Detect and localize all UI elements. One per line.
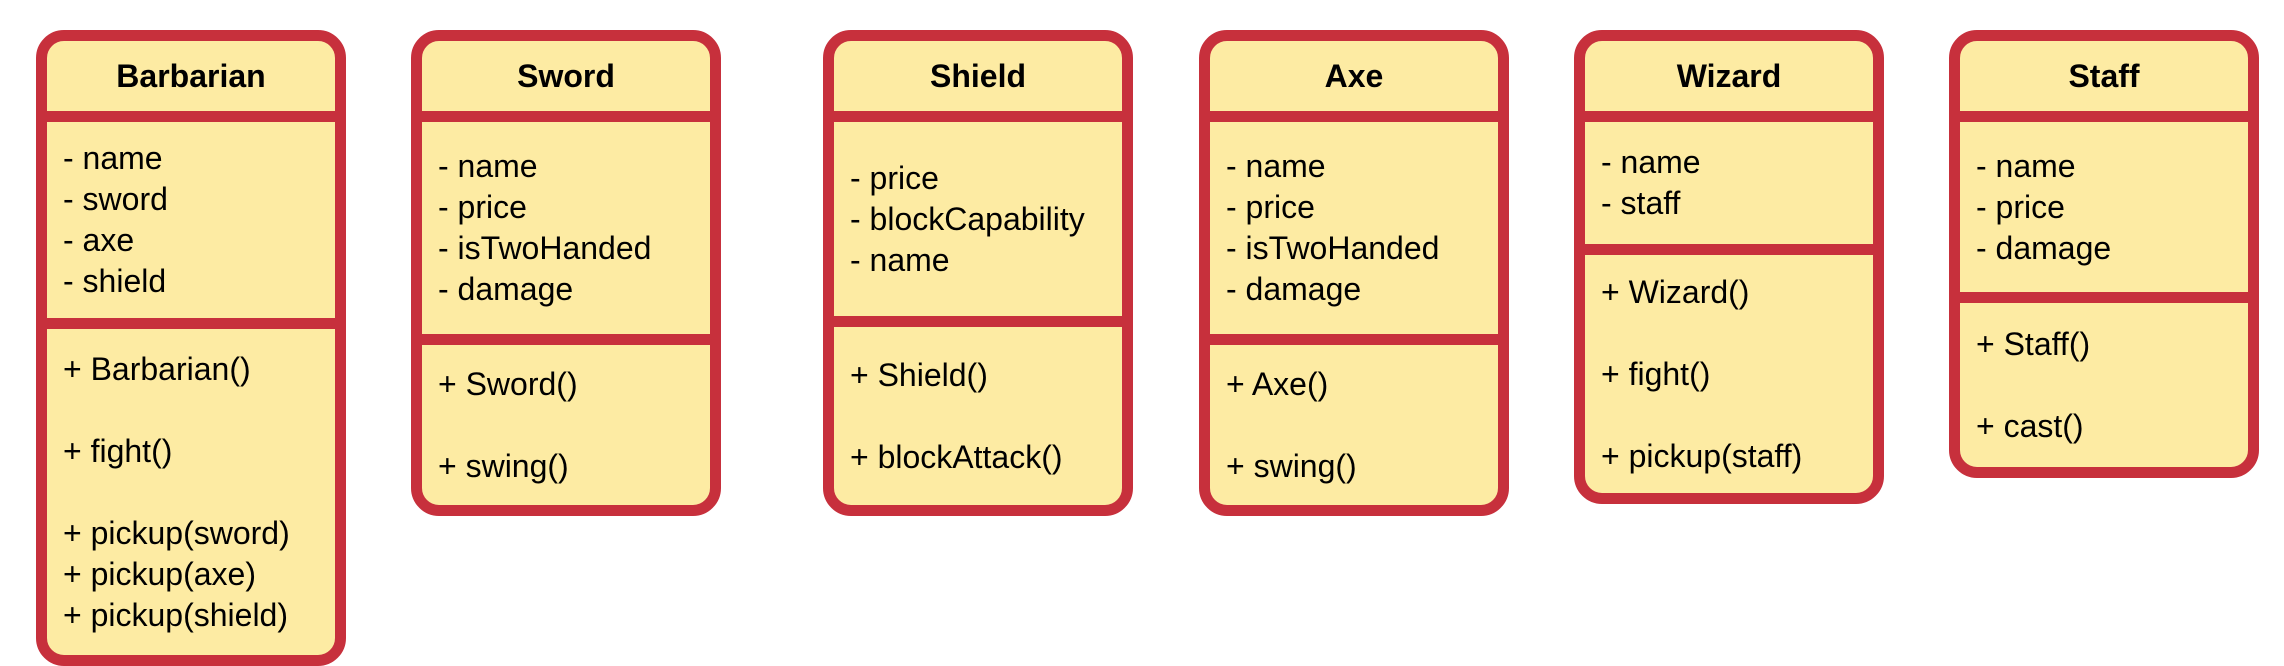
attribute: - sword (63, 181, 168, 217)
attribute: - name (1601, 144, 1701, 180)
class-name: Barbarian (116, 57, 266, 94)
section-divider (422, 111, 710, 122)
method: + pickup(shield) (63, 596, 288, 633)
section-divider (1210, 111, 1498, 122)
methods-section: + Staff() + cast() (1960, 303, 2248, 467)
attribute: - name (1226, 148, 1326, 184)
attributes-section: - name - staff (1585, 122, 1873, 244)
attribute: - axe (63, 222, 135, 258)
section-divider (1960, 111, 2248, 122)
method: + pickup(staff) (1601, 437, 1803, 474)
attribute: - name (850, 241, 950, 278)
method (1226, 405, 1498, 446)
class-name: Axe (1324, 57, 1384, 94)
section-divider (1585, 244, 1873, 255)
methods-section: + Barbarian() + fight() + pickup(sword) + p… (47, 329, 335, 655)
attribute: - staff (1601, 185, 1681, 221)
class-name: Wizard (1676, 57, 1782, 94)
class-name: Shield (929, 57, 1026, 94)
method (63, 472, 335, 513)
class-name: Sword (517, 57, 615, 94)
class-barbarian: Barbarian - name - sword - axe - shield + Bar… (36, 30, 346, 666)
section-divider (47, 111, 335, 122)
attribute: - name (1976, 147, 2076, 184)
method: + Barbarian() (63, 350, 251, 387)
method (1601, 395, 1873, 436)
attributes-section: - name - price - isTwoHanded - damage (422, 122, 710, 334)
section-divider (47, 318, 335, 329)
method: + Shield() (850, 356, 988, 393)
section-divider (1585, 111, 1873, 122)
class-axe: Axe - name - price - isTwoHanded - damage + A… (1199, 30, 1509, 516)
attribute: - price (1226, 189, 1315, 225)
class-sword: Sword - name - price - isTwoHanded - damage +… (411, 30, 721, 516)
section-divider (422, 334, 710, 345)
class-shield: Shield - price - blockCapability - name + Sh… (823, 30, 1133, 516)
attribute: - price (850, 159, 939, 196)
method (1976, 365, 2248, 406)
method: + swing() (438, 447, 569, 484)
attribute: - name (438, 148, 538, 184)
method (1601, 313, 1873, 354)
attributes-section: - price - blockCapability - name (834, 122, 1122, 316)
method: + pickup(axe) (63, 555, 256, 592)
method: + Staff() (1976, 325, 2091, 362)
attribute: - price (438, 189, 527, 225)
attribute: - blockCapability (850, 200, 1085, 237)
class-wizard: Wizard- name- staff+ Wizard()+ fight()+ … (1574, 30, 1884, 504)
attributes-section: - name - price - isTwoHanded - damage (1210, 122, 1498, 334)
method (850, 396, 1122, 437)
method: + blockAttack() (850, 438, 1063, 475)
method: + fight() (1601, 355, 1711, 392)
method: + pickup(sword) (63, 514, 290, 551)
class-staff: Staff - name - price - damage + Staff() + cas… (1949, 30, 2259, 478)
attribute: - damage (1976, 229, 2112, 266)
methods-section: + Wizard() + fight() + pickup(staff) (1585, 255, 1873, 493)
class-name: Staff (2068, 57, 2140, 94)
attribute: - name (63, 140, 163, 176)
attribute: - damage (1226, 271, 1362, 307)
method (438, 405, 710, 446)
method: + swing() (1226, 447, 1357, 484)
methods-section: + Sword() + swing() (422, 345, 710, 505)
section-divider (1960, 292, 2248, 303)
attribute: - price (1976, 188, 2065, 225)
methods-section: + Shield() + blockAttack() (834, 327, 1122, 505)
section-divider (834, 316, 1122, 327)
method (63, 390, 335, 431)
method: + fight() (63, 432, 173, 469)
methods-section: + Axe() + swing() (1210, 345, 1498, 505)
method: + Wizard() (1601, 273, 1750, 310)
method: + cast() (1976, 407, 2084, 444)
attribute: - isTwoHanded (438, 230, 652, 266)
attribute: - damage (438, 271, 574, 307)
method: + Sword() (438, 365, 578, 402)
attributes-section: - name - sword - axe - shield (47, 122, 335, 318)
attributes-section: - name - price - damage (1960, 122, 2248, 292)
attribute: - isTwoHanded (1226, 230, 1440, 266)
attribute: - shield (63, 263, 167, 299)
section-divider (834, 111, 1122, 122)
section-divider (1210, 334, 1498, 345)
method: + Axe() (1226, 365, 1329, 402)
